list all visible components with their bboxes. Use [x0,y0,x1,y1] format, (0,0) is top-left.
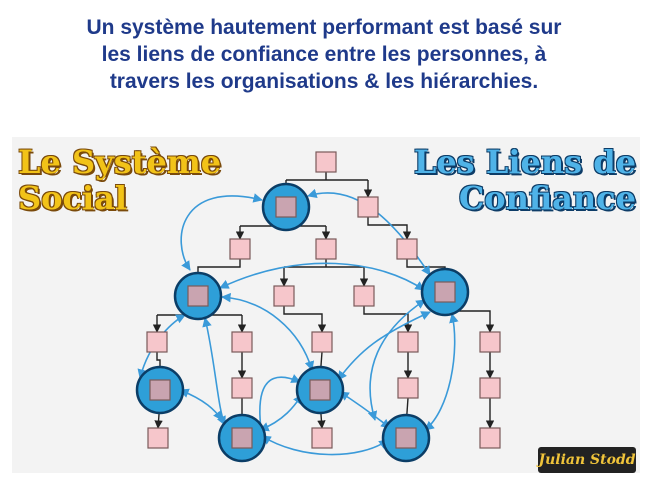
author-signature: Julian Stodd [538,447,636,473]
trust-link [367,299,426,421]
trust-link [219,262,425,291]
left-title-line-2: Social [18,179,127,217]
person-node [147,427,169,449]
caption-line-1: Un système hautement performant est basé… [86,16,562,39]
caption-line-3: travers les organisations & les hiérarch… [109,70,539,93]
hub-person-node [434,281,456,303]
person-node [315,151,337,173]
person-node [396,238,418,260]
trust-link [179,388,223,421]
trust-link [256,374,301,439]
person-node [397,331,419,353]
right-title: Les Liens de Confiance [414,144,636,216]
hub-person-node [149,379,171,401]
trust-link [259,394,303,432]
trust-link [261,435,389,456]
person-node [479,331,501,353]
trust-link [339,391,391,429]
tree-link [283,306,327,333]
trust-link [221,292,315,371]
person-node [231,331,253,353]
person-node [353,285,375,307]
hub-person-node [231,427,253,449]
left-title: Le Système Social [18,144,221,216]
right-title-line-1: Les Liens de [413,143,636,181]
person-node [229,238,251,260]
person-node [311,427,333,449]
trust-link [202,317,226,426]
hub-person-node [395,427,417,449]
hub-person-node [309,379,331,401]
person-node [311,331,333,353]
person-node [273,285,295,307]
hub-person-node [275,196,297,218]
person-node [357,196,379,218]
trust-link [180,193,263,271]
hub-person-node [187,285,209,307]
caption: Un système hautement performant est basé… [0,14,648,95]
left-title-line-1: Le Système [18,143,222,181]
person-node [479,377,501,399]
person-node [479,427,501,449]
person-node [397,377,419,399]
trust-link [424,313,459,431]
person-node [315,238,337,260]
right-title-line-2: Confiance [458,179,636,217]
caption-line-2: les liens de confiance entre les personn… [101,43,547,66]
person-node [146,331,168,353]
person-node [231,377,253,399]
